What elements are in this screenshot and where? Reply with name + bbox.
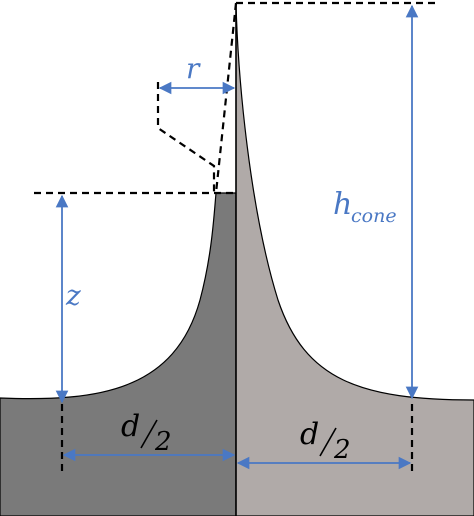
r-label: r (186, 52, 201, 85)
h-cone-label-main: h (333, 187, 352, 222)
d-right-numerator: d (300, 417, 319, 452)
dimension-arrows (55, 4, 419, 470)
dashed-guides (34, 1, 440, 472)
d-left-denominator: 2 (154, 427, 172, 457)
d-right-denominator: 2 (333, 435, 351, 465)
h-cone-label: h cone (333, 187, 397, 227)
d-left-numerator: d (121, 409, 140, 444)
d-half-right-label: d 2 (300, 417, 351, 465)
z-label: z (65, 279, 81, 312)
radius-bracket-dashed-line (156, 82, 216, 193)
h-cone-label-subscript: cone (351, 205, 397, 227)
d-right-fraction-slash (319, 427, 337, 457)
d-left-fraction-slash (140, 419, 158, 449)
d-half-left-label: d 2 (121, 409, 172, 457)
left-meniscus-region (0, 192, 237, 516)
cone-extension-dashed-line (214, 2, 238, 194)
right-cone-region (235, 2, 474, 516)
